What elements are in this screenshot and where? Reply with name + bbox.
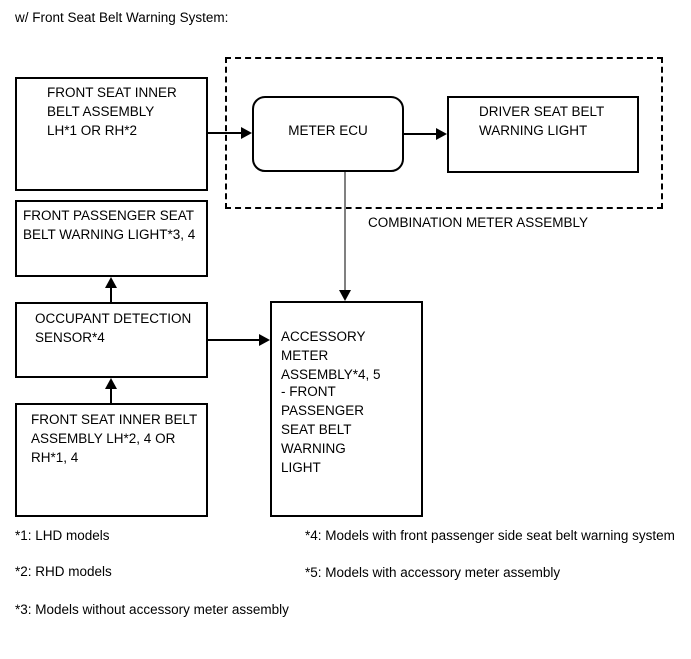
combination-meter-assembly-label: COMBINATION METER ASSEMBLY: [368, 215, 589, 230]
accessory-meter-assembly-title: ACCESSORY METER ASSEMBLY*4, 5: [281, 329, 381, 382]
occupant-detection-sensor-box: OCCUPANT DETECTION SENSOR*4: [15, 302, 208, 378]
footnote-5: *5: Models with accessory meter assembly: [305, 565, 561, 580]
driver-seat-belt-warning-light-box: DRIVER SEAT BELT WARNING LIGHT: [447, 96, 639, 173]
arrow-line: [404, 133, 436, 135]
arrow-line: [110, 288, 112, 302]
arrow-line: [208, 339, 259, 341]
diagram-title: w/ Front Seat Belt Warning System:: [15, 10, 229, 25]
arrow-line: [208, 132, 242, 134]
arrowhead-down-icon: [339, 290, 351, 301]
arrowhead-right-icon: [259, 334, 270, 346]
meter-ecu-box: METER ECU: [252, 96, 404, 172]
front-passenger-seat-belt-warning-light-box: FRONT PASSENGER SEAT BELT WARNING LIGHT*…: [15, 200, 208, 277]
footnote-3: *3: Models without accessory meter assem…: [15, 602, 289, 617]
arrowhead-up-icon: [105, 277, 117, 288]
accessory-meter-assembly-box: ACCESSORY METER ASSEMBLY*4, 5 - FRONT PA…: [270, 301, 423, 517]
accessory-meter-assembly-sublist: - FRONT PASSENGER SEAT BELT WARNING LIGH…: [281, 384, 365, 475]
arrow-line: [344, 172, 346, 291]
arrowhead-up-icon: [105, 378, 117, 389]
front-seat-inner-belt-top-box: FRONT SEAT INNER BELT ASSEMBLY LH*1 OR R…: [15, 77, 208, 191]
front-seat-inner-belt-bottom-box: FRONT SEAT INNER BELT ASSEMBLY LH*2, 4 O…: [15, 403, 208, 517]
footnote-4: *4: Models with front passenger side sea…: [305, 528, 675, 543]
footnote-1: *1: LHD models: [15, 528, 110, 543]
arrow-line: [110, 389, 112, 403]
meter-ecu-label: METER ECU: [288, 122, 368, 138]
footnote-2: *2: RHD models: [15, 564, 112, 579]
arrowhead-right-icon: [436, 128, 447, 140]
arrowhead-right-icon: [241, 127, 252, 139]
